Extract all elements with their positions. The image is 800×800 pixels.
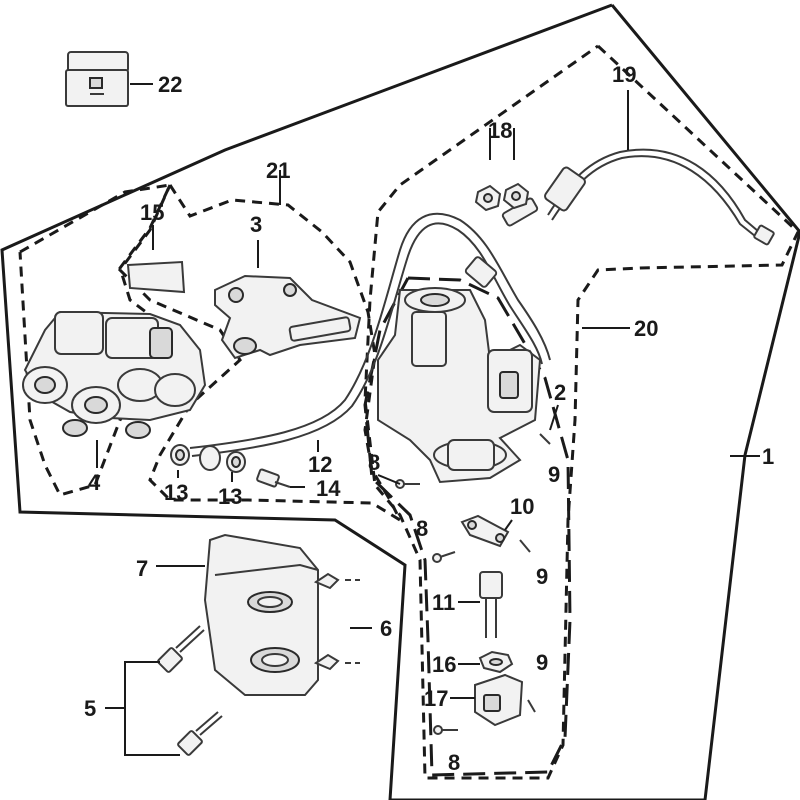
part-22-label-box bbox=[65, 51, 129, 107]
part-5-bolt-upper bbox=[157, 625, 205, 673]
part-10-link bbox=[460, 514, 510, 548]
callout-17: 17 bbox=[424, 686, 448, 711]
callout-8-upper: 8 bbox=[368, 450, 380, 475]
part-6-clips bbox=[313, 572, 360, 671]
callout-12: 12 bbox=[308, 452, 332, 477]
callout-10: 10 bbox=[510, 494, 534, 519]
assembly-outline-2 bbox=[363, 276, 572, 777]
callout-2: 2 bbox=[554, 380, 566, 405]
callout-9-upper: 9 bbox=[548, 462, 560, 487]
callout-14: 14 bbox=[316, 476, 341, 501]
callout-4: 4 bbox=[88, 470, 101, 495]
part-15-pad bbox=[126, 260, 186, 294]
callout-labels: 22 19 18 21 15 3 20 2 12 1 8 9 4 13 13 1… bbox=[84, 62, 774, 775]
callout-9-middle: 9 bbox=[536, 564, 548, 589]
part-17-sensor bbox=[474, 673, 524, 727]
part-11-switch bbox=[479, 571, 503, 638]
callout-16: 16 bbox=[432, 652, 456, 677]
callout-22: 22 bbox=[158, 72, 182, 97]
part-13-washer-a bbox=[170, 444, 190, 466]
callout-5: 5 bbox=[84, 696, 96, 721]
part-19-cable bbox=[501, 148, 775, 246]
callout-13-right: 13 bbox=[218, 484, 242, 509]
leader-lines bbox=[96, 83, 760, 756]
callout-21: 21 bbox=[266, 158, 290, 183]
part-12-brake-hose bbox=[189, 212, 551, 457]
callout-9-lower: 9 bbox=[536, 650, 548, 675]
part-5-bolt-lower bbox=[177, 711, 223, 756]
callout-11: 11 bbox=[432, 590, 455, 615]
callout-7: 7 bbox=[136, 556, 148, 581]
callout-1: 1 bbox=[762, 444, 774, 469]
part-7-reservoir bbox=[203, 533, 319, 696]
assembly-outline-20 bbox=[363, 44, 800, 780]
part-16-nut bbox=[478, 650, 514, 674]
callout-15: 15 bbox=[140, 200, 164, 225]
part-8-pin-c bbox=[433, 725, 458, 735]
part-9-clip-c bbox=[527, 699, 536, 713]
part-2-master-cylinder bbox=[377, 287, 542, 484]
callout-18: 18 bbox=[488, 118, 512, 143]
part-18-nuts bbox=[474, 182, 530, 212]
callout-8-middle: 8 bbox=[416, 516, 428, 541]
part-8-pin-b bbox=[432, 551, 456, 563]
callout-13-left: 13 bbox=[164, 480, 188, 505]
callout-8-lower: 8 bbox=[448, 750, 460, 775]
assembly-outline-1 bbox=[0, 3, 800, 800]
part-12-hose-fitting bbox=[199, 445, 221, 471]
part-9-clip-b bbox=[519, 539, 531, 553]
part-3-bracket bbox=[214, 274, 362, 360]
callout-20: 20 bbox=[634, 316, 658, 341]
part-9-clip-a bbox=[539, 433, 551, 445]
part-13-washer-b bbox=[226, 451, 246, 473]
callout-19: 19 bbox=[612, 62, 636, 87]
part-4-caliper bbox=[22, 310, 207, 439]
callout-6: 6 bbox=[380, 616, 392, 641]
callout-3: 3 bbox=[250, 212, 262, 237]
part-14-banjo-bolt bbox=[256, 468, 291, 488]
